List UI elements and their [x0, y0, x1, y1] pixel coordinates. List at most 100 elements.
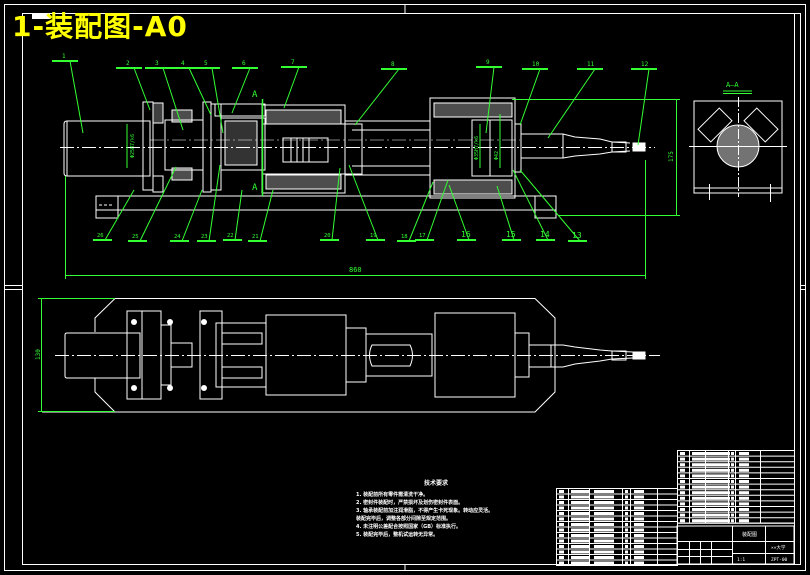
bom-cell-qty — [731, 463, 734, 467]
bom-cell-index — [680, 474, 685, 478]
bom-cell-name — [710, 508, 730, 511]
bom-cell-material — [634, 556, 644, 559]
dim-overall-length: 860 — [349, 266, 362, 274]
bom-cell-code — [692, 513, 710, 517]
bom-cell-material — [634, 512, 644, 515]
part-balloon-11: 11 — [547, 61, 603, 139]
bom-cell-name — [594, 534, 614, 537]
bom-cell-name — [710, 496, 730, 500]
bom-cell-material — [739, 513, 749, 517]
bom-cell-material — [739, 502, 749, 506]
bom-cell-name — [710, 452, 730, 455]
dim-dia-1: Φ25H7/k6 — [130, 134, 136, 158]
bom-cell-qty — [625, 517, 628, 521]
bom-cell-code — [692, 485, 710, 489]
part-balloon-8: 8 — [354, 61, 407, 126]
bom-cell-index — [559, 506, 564, 510]
bom-cell-name — [594, 556, 614, 559]
bom-cell-index — [559, 523, 564, 526]
bom-cell-name — [710, 485, 730, 489]
bom-cell-qty — [625, 550, 628, 554]
bom-cell-code — [692, 463, 710, 467]
bom-cell-index — [680, 480, 685, 483]
dim-width-plan: 130 — [35, 349, 42, 360]
bom-cell-qty — [625, 534, 628, 537]
bom-cell-name — [710, 480, 730, 483]
technical-requirements: 技术要求 1. 装配前所有零件需清洗干净。 2. 密封件装配时，严禁损坏及划伤密… — [356, 480, 556, 539]
part-balloon-17: 17 — [415, 179, 449, 241]
part-number-label: 15 — [506, 230, 516, 239]
part-balloon-19: 19 — [348, 164, 385, 241]
bom-cell-code — [692, 496, 710, 500]
bom-cell-code — [692, 519, 710, 523]
part-balloon-20: 20 — [320, 167, 341, 241]
bom-cell-code — [692, 502, 710, 506]
dim-dia-3: Φ42 — [494, 151, 500, 160]
part-balloon-24: 24 — [170, 189, 203, 242]
bom-cell-index — [559, 556, 564, 559]
bom-cell-material — [634, 561, 644, 565]
bom-cell-material — [634, 534, 644, 537]
bom-cell-material — [634, 528, 644, 532]
bom-cell-material — [739, 508, 749, 511]
bom-cell-index — [559, 495, 564, 499]
bom-cell-name — [594, 528, 614, 532]
bom-cell-qty — [731, 485, 734, 489]
bom-cell-material — [634, 495, 644, 499]
part-balloon-4: 4 — [171, 60, 212, 116]
bom-cell-material — [634, 523, 644, 526]
bom-table-upper — [677, 450, 795, 527]
plan-bolts — [131, 319, 207, 391]
bom-cell-material — [739, 457, 749, 461]
part-number-label: 23 — [201, 234, 208, 240]
part-number-label: 22 — [227, 233, 234, 239]
part-number-label: 10 — [532, 61, 540, 68]
title-block-company: ××大学 — [771, 544, 786, 551]
part-balloon-12: 12 — [631, 61, 657, 146]
bom-cell-qty — [731, 519, 734, 523]
bom-cell-name — [710, 474, 730, 478]
title-block-drawing-name: 装配图 — [742, 531, 757, 538]
title-block-scale: 1:1 — [737, 557, 745, 563]
bom-cell-qty — [731, 491, 734, 495]
bom-cell-index — [559, 528, 564, 532]
bom-cell-code — [571, 545, 589, 548]
section-view-a-a — [689, 97, 787, 202]
bom-cell-index — [680, 502, 685, 506]
bom-cell-index — [680, 463, 685, 467]
bom-cell-code — [571, 539, 589, 543]
bom-cell-material — [634, 550, 644, 554]
bom-cell-name — [594, 506, 614, 510]
bom-cell-material — [739, 452, 749, 455]
sheet-border — [4, 4, 806, 571]
part-number-label: 11 — [587, 61, 595, 68]
bom-cell-code — [571, 523, 589, 526]
part-number-label: 2 — [126, 60, 130, 67]
part-number-label: 7 — [291, 59, 295, 66]
bom-cell-name — [594, 539, 614, 543]
stamp-label — [32, 14, 50, 19]
bom-cell-index — [559, 490, 564, 493]
bom-cell-code — [571, 517, 589, 521]
bom-cell-name — [594, 512, 614, 515]
bom-cell-qty — [731, 468, 734, 472]
section-mark-bottom: A — [252, 183, 258, 193]
bom-cell-material — [739, 480, 749, 483]
bom-cell-material — [739, 496, 749, 500]
bom-cell-index — [559, 539, 564, 543]
bom-cell-material — [634, 506, 644, 510]
bom-cell-index — [559, 561, 564, 565]
bom-cell-qty — [625, 490, 628, 493]
bom-cell-name — [710, 457, 730, 461]
bom-cell-index — [680, 485, 685, 489]
part-balloon-13: 13 — [519, 169, 587, 242]
part-number-label: 21 — [252, 234, 259, 240]
part-number-label: 18 — [401, 234, 408, 240]
bom-cell-code — [571, 561, 589, 565]
section-mark-top: A — [252, 90, 258, 100]
bom-cell-code — [571, 528, 589, 532]
bom-cell-material — [739, 519, 749, 523]
bom-cell-code — [692, 491, 710, 495]
